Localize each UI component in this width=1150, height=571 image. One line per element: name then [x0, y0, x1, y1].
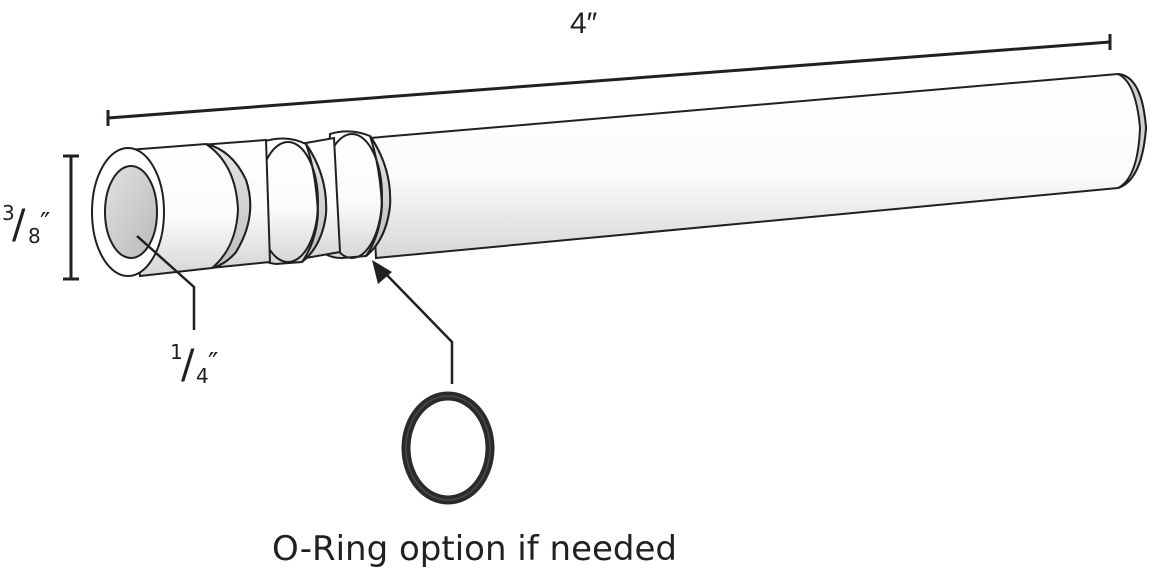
- oring-pointer: [372, 260, 454, 384]
- outer-diameter-dimension: [63, 154, 79, 281]
- inner-diameter-slash: /: [181, 342, 195, 388]
- outer-diameter-label: 3 / 8 ″: [2, 201, 50, 248]
- inner-diameter-label: 1 / 4 ″: [170, 340, 218, 388]
- tube-body: [91, 72, 1148, 278]
- oring-pointer-line: [383, 271, 454, 384]
- outer-diameter-numerator: 3: [2, 201, 15, 225]
- outer-diameter-slash: /: [12, 202, 26, 248]
- inner-diameter-denominator: 4: [196, 364, 209, 388]
- outer-diameter-unit: ″: [40, 206, 50, 239]
- oring-highlight: [405, 395, 491, 501]
- oring-pointer-arrowhead: [372, 260, 392, 284]
- outer-diameter-denominator: 8: [28, 224, 41, 248]
- tube-bore: [104, 165, 158, 259]
- length-dimension-line: [107, 40, 1111, 120]
- inner-diameter-numerator: 1: [170, 340, 183, 364]
- length-label: 4″: [570, 7, 598, 40]
- tube-barrel: [368, 72, 1148, 260]
- length-dimension: [106, 34, 1112, 126]
- oring-caption: O-Ring option if needed: [272, 529, 677, 569]
- front-collar-band: [205, 143, 252, 269]
- barb-2-band: [365, 135, 392, 257]
- inner-diameter-leader: [136, 235, 196, 330]
- inner-diameter-unit: ″: [208, 346, 218, 379]
- barb-1-band: [301, 143, 328, 263]
- tube-end-cap: [1117, 73, 1148, 189]
